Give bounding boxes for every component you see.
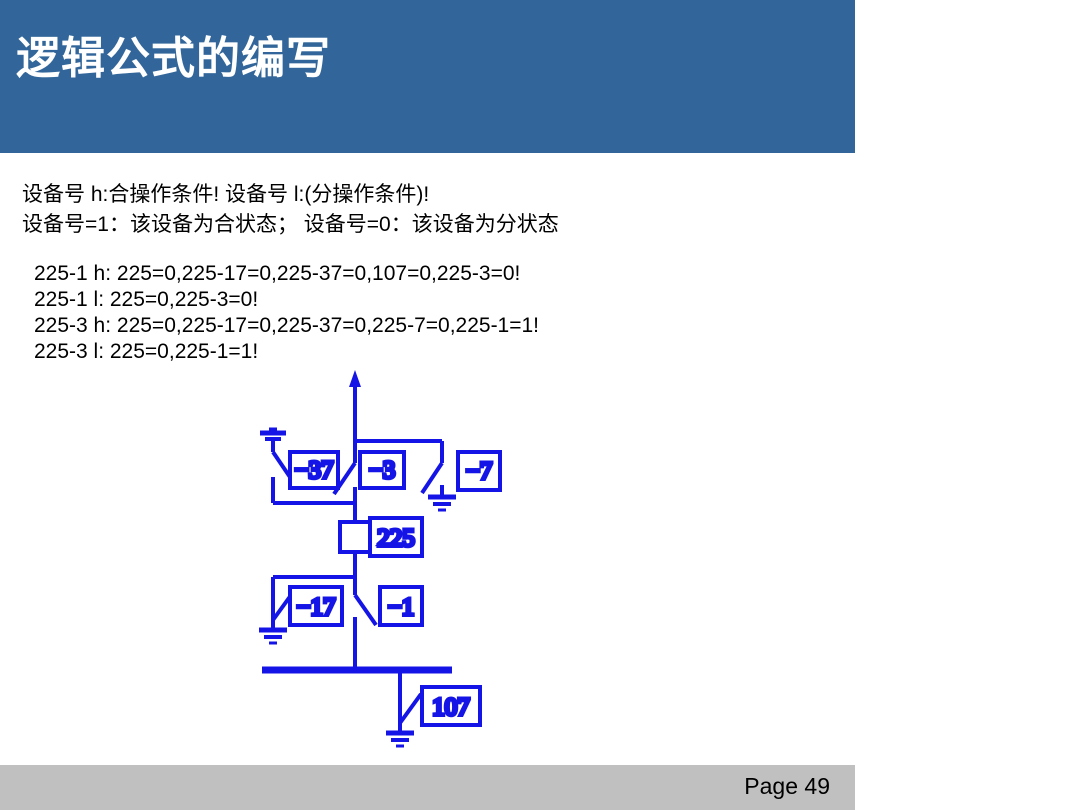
formula-line-225-3-h: 225-3 h: 225=0,225-17=0,225-37=0,225-7=0… [34,314,540,337]
device-label-box-7: −7 [456,450,502,492]
breaker-225 [338,517,372,577]
formula-line-225-3-l: 225-3 l: 225=0,225-1=1! [34,340,259,363]
device-label-box-1: −1 [378,585,424,627]
svg-text:107: 107 [432,694,470,721]
title-banner: 逻辑公式的编写 [0,0,855,153]
formula-line-225-1-h: 225-1 h: 225=0,225-17=0,225-37=0,107=0,2… [34,262,521,285]
switch-107 [386,670,423,748]
svg-text:−3: −3 [369,457,396,484]
formula-line-225-1-l: 225-1 l: 225=0,225-3=0! [34,288,259,311]
svg-text:−1: −1 [388,594,415,621]
legend-text-block: 设备号 h:合操作条件! 设备号 l:(分操作条件)! 设备号=1：该设备为合状… [22,180,559,240]
legend-line-1: 设备号 h:合操作条件! 设备号 l:(分操作条件)! [22,183,430,206]
footer-bar: Page 49 [0,765,855,810]
formula-text-block: 225-1 h: 225=0,225-17=0,225-37=0,107=0,2… [34,261,539,365]
svg-text:−37: −37 [294,457,333,484]
switch-37 [260,427,355,505]
page-title: 逻辑公式的编写 [16,34,331,83]
single-line-circuit-diagram: −37 −3 [230,365,520,755]
page-number: Page 49 [744,773,830,799]
device-label-box-107: 107 [420,685,482,727]
device-label-box-225: 225 [368,516,424,558]
svg-text:−17: −17 [296,594,335,621]
legend-line-2: 设备号=1：该设备为合状态； 设备号=0：该设备为分状态 [22,213,559,236]
device-label-box-17: −17 [288,585,344,627]
device-label-box-37: −37 [288,450,340,490]
switch-3 [332,441,357,517]
switch-7 [420,441,456,512]
switch-1 [353,577,378,670]
device-label-box-3: −3 [358,450,406,490]
feeder-arrow-icon [349,370,361,387]
svg-text:225: 225 [377,525,415,552]
svg-text:−7: −7 [466,458,493,485]
